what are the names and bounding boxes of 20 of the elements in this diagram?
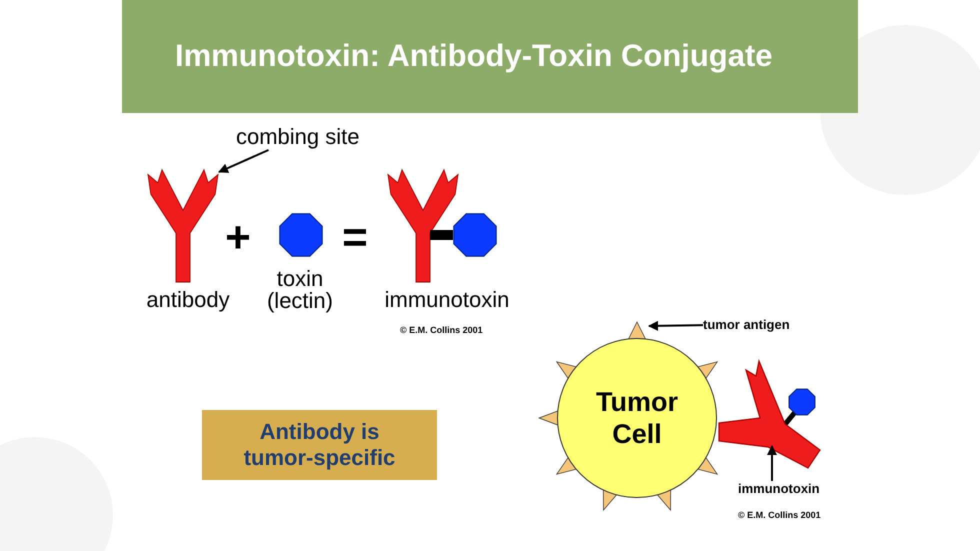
equals-sign: = [342,216,368,260]
drawing-caption: toxin (lectin) [266,268,334,312]
drawing-caption: antibody [146,289,230,311]
antibody-drawing [147,168,219,282]
callout-label: combing site [236,124,360,150]
tumor-cell-circle: Tumor Cell [557,338,717,498]
arrow [767,445,777,481]
toxin-octagon [279,213,323,257]
copyright-note: © E.M. Collins 2001 [400,325,483,335]
plus-sign: + [225,216,251,260]
callout-label: immunotoxin [738,481,820,496]
note-box: Antibody is tumor-specific [202,410,437,480]
immunotoxin-drawing [387,168,497,282]
arrow [648,320,704,331]
bound-immunotoxin-drawing [718,358,821,469]
drawing-caption: immunotoxin [384,289,510,311]
callout-label: tumor antigen [703,317,790,332]
slide-title: Immunotoxin: Antibody-Toxin Conjugate [175,38,773,74]
arrow [218,149,269,173]
copyright-note: © E.M. Collins 2001 [738,510,821,520]
